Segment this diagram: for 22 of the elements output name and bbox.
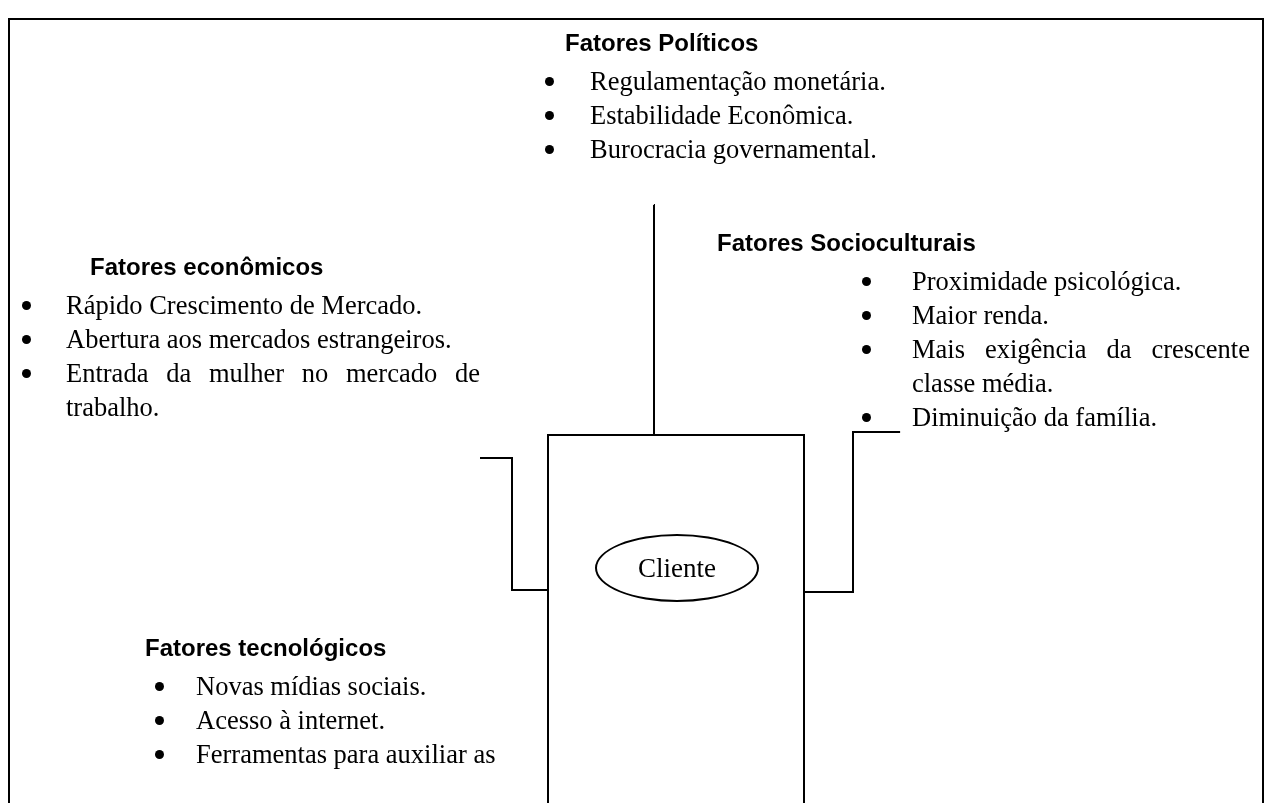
list-item: Ferramentas para auxiliar as bbox=[196, 737, 535, 771]
list-item: Burocracia governamental. bbox=[590, 132, 910, 166]
connector-line bbox=[652, 204, 656, 435]
list-item: Novas mídias sociais. bbox=[196, 669, 535, 703]
list-item: Abertura aos mercados estrangeiros. bbox=[66, 322, 480, 356]
list-item: Rápido Crescimento de Mercado. bbox=[66, 288, 480, 322]
list-item: Regulamentação monetária. bbox=[590, 64, 910, 98]
list-item: Acesso à internet. bbox=[196, 703, 535, 737]
heading: Fatores econômicos bbox=[90, 252, 324, 282]
client-box bbox=[547, 434, 805, 803]
heading: Fatores Socioculturais bbox=[717, 228, 976, 258]
list-item: Maior renda. bbox=[912, 298, 1250, 332]
connector-line bbox=[479, 457, 548, 592]
list-item: Estabilidade Econômica. bbox=[590, 98, 910, 132]
list-item: Diminuição da família. bbox=[912, 400, 1250, 434]
list-item: Mais exigência da crescente classe média. bbox=[912, 332, 1250, 400]
list-item: Proximidade psicológica. bbox=[912, 264, 1250, 298]
list-item: Entrada da mulher no mercado de trabalho. bbox=[66, 356, 480, 424]
client-ellipse: Cliente bbox=[595, 534, 759, 602]
connector-line bbox=[804, 431, 902, 593]
heading: Fatores Políticos bbox=[565, 28, 759, 58]
heading: Fatores tecnológicos bbox=[145, 633, 387, 663]
